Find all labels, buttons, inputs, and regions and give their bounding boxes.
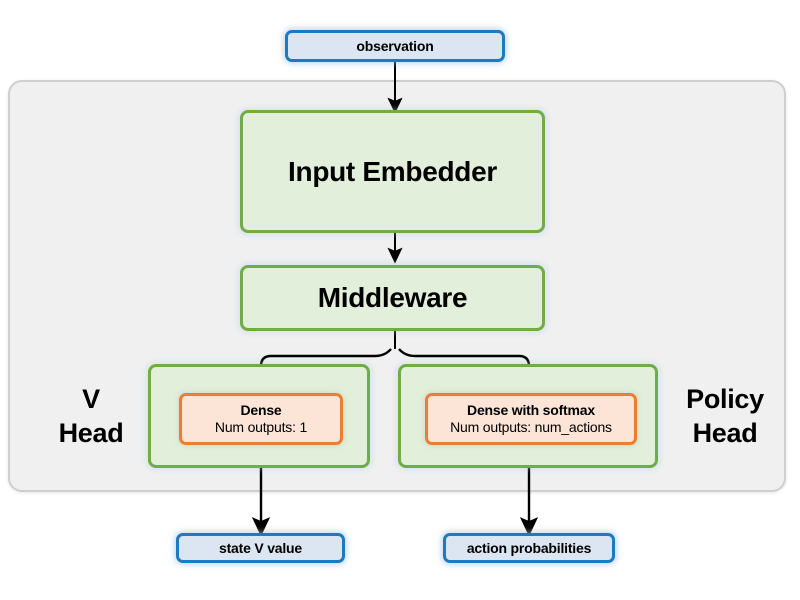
v-head-label-line2: Head bbox=[58, 417, 124, 448]
observation-label: observation bbox=[356, 38, 434, 54]
policy-head-label: Policy Head bbox=[666, 383, 784, 451]
middleware-node[interactable]: Middleware bbox=[240, 265, 545, 331]
v-head-label: V Head bbox=[36, 383, 146, 451]
policy-head-label-line2: Head bbox=[692, 417, 758, 448]
policy-head-dense-title: Dense with softmax bbox=[467, 401, 595, 418]
middleware-label: Middleware bbox=[317, 282, 468, 313]
action-probabilities-label: action probabilities bbox=[466, 540, 592, 556]
v-head-dense-title: Dense bbox=[240, 401, 282, 418]
v-head-container[interactable]: Dense Num outputs: 1 bbox=[148, 364, 370, 468]
v-head-label-line1: V bbox=[82, 384, 100, 414]
input-embedder-label: Input Embedder bbox=[288, 155, 497, 187]
state-v-value-label: state V value bbox=[219, 540, 302, 556]
state-v-value-node[interactable]: state V value bbox=[176, 533, 345, 563]
input-embedder-node[interactable]: Input Embedder bbox=[240, 110, 545, 233]
observation-node[interactable]: observation bbox=[285, 30, 505, 62]
policy-head-dense-node[interactable]: Dense with softmax Num outputs: num_acti… bbox=[425, 393, 637, 445]
v-head-dense-node[interactable]: Dense Num outputs: 1 bbox=[179, 393, 343, 445]
action-probabilities-node[interactable]: action probabilities bbox=[443, 533, 615, 563]
policy-head-label-line1: Policy bbox=[686, 384, 764, 414]
v-head-dense-subtitle: Num outputs: 1 bbox=[214, 419, 308, 435]
policy-head-container[interactable]: Dense with softmax Num outputs: num_acti… bbox=[398, 364, 658, 468]
policy-head-dense-subtitle: Num outputs: num_actions bbox=[450, 419, 612, 435]
